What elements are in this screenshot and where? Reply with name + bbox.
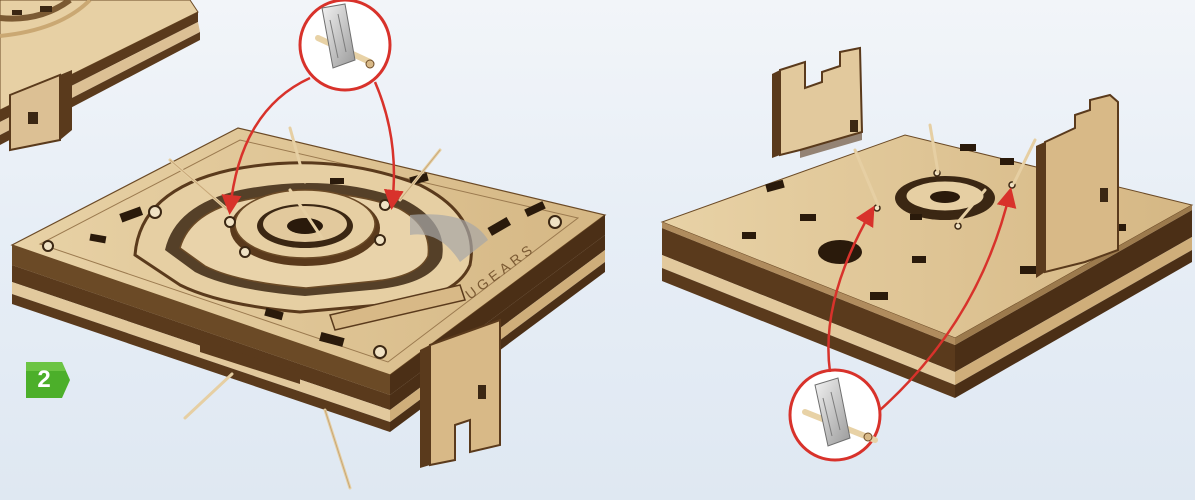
main-panel-assembly: UGEARS — [12, 128, 605, 488]
step-badge: 2 — [26, 362, 70, 398]
partial-gear-assembly — [0, 0, 200, 150]
base-plate-assembly — [662, 48, 1192, 398]
step-number: 2 — [26, 362, 62, 398]
cutting-detail-callout — [300, 0, 390, 90]
cutting-detail-callout-right — [790, 370, 880, 460]
